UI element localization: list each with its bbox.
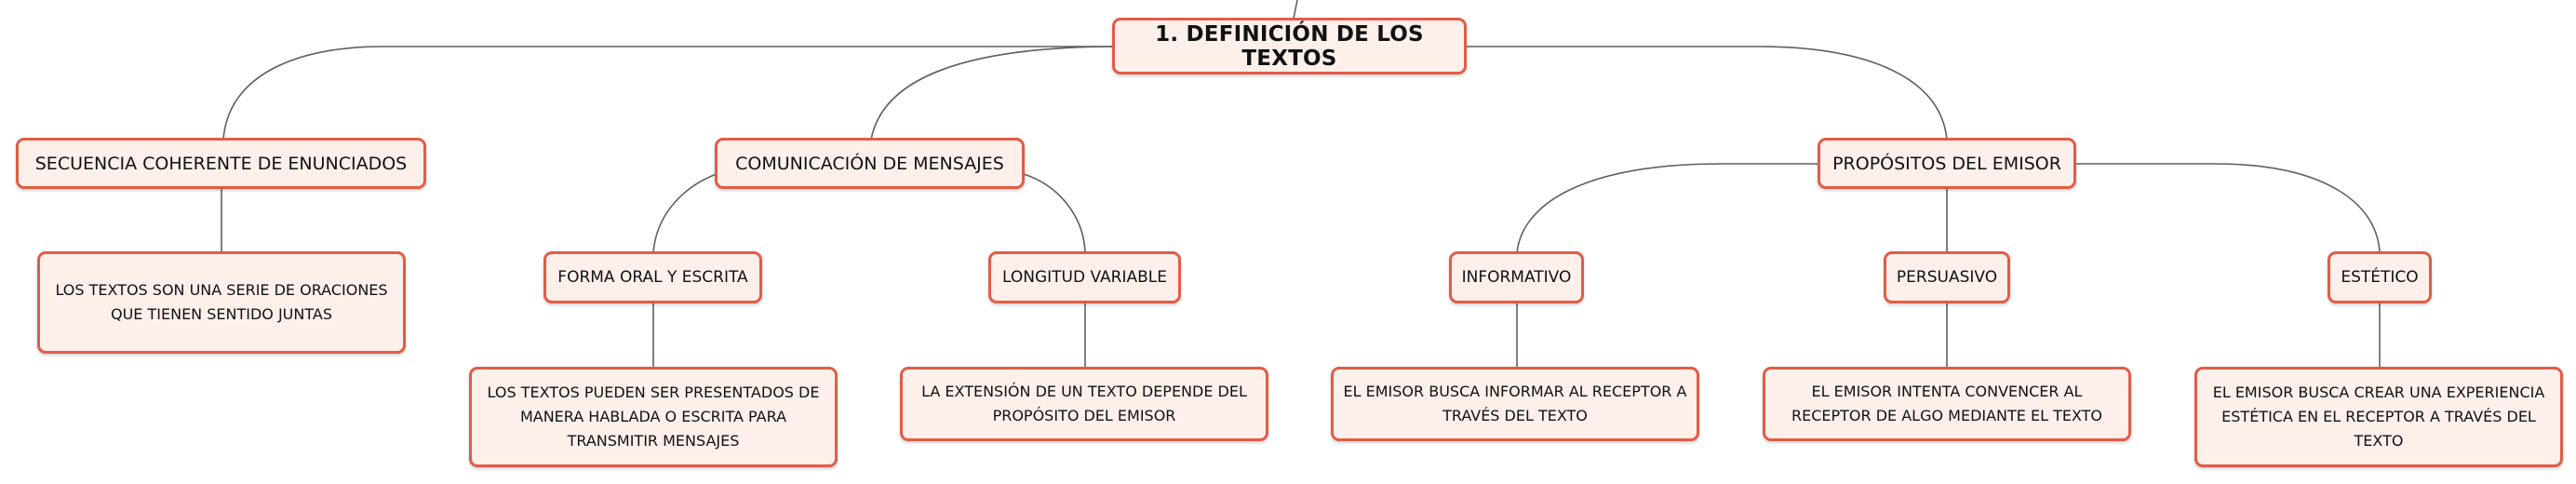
- connector-propositos-estetico: [2075, 163, 2381, 254]
- connector-comunicacion-forma: [652, 173, 718, 254]
- connector-comunicacion-longitud: [1023, 173, 1086, 254]
- topic-estetico[interactable]: ESTÉTICO: [2328, 251, 2432, 303]
- topic-informativo[interactable]: INFORMATIVO: [1449, 251, 1584, 303]
- detail-longitud-variable[interactable]: LA EXTENSIÓN DE UN TEXTO DEPENDE DEL PRO…: [900, 367, 1268, 441]
- root-topic[interactable]: 1. DEFINICIÓN DE LOS TEXTOS: [1112, 18, 1467, 74]
- connector-root-comunicacion: [870, 46, 1120, 141]
- connector-top-to-root: [1293, 0, 1298, 20]
- topic-forma-oral-escrita[interactable]: FORMA ORAL Y ESCRITA: [543, 251, 762, 303]
- topic-persuasivo[interactable]: PERSUASIVO: [1884, 251, 2010, 303]
- topic-secuencia-coherente[interactable]: SECUENCIA COHERENTE DE ENUNCIADOS: [16, 138, 426, 189]
- topic-longitud-variable[interactable]: LONGITUD VARIABLE: [988, 251, 1181, 303]
- detail-informativo[interactable]: EL EMISOR BUSCA INFORMAR AL RECEPTOR A T…: [1331, 367, 1699, 441]
- detail-secuencia[interactable]: LOS TEXTOS SON UNA SERIE DE ORACIONES QU…: [37, 251, 406, 354]
- connector-root-propositos: [1467, 46, 1948, 141]
- connector-propositos-informativo: [1516, 163, 1819, 254]
- connector-root-secuencia: [222, 46, 1119, 141]
- topic-propositos-emisor[interactable]: PROPÓSITOS DEL EMISOR: [1818, 138, 2076, 189]
- topic-comunicacion-mensajes[interactable]: COMUNICACIÓN DE MENSAJES: [715, 138, 1025, 189]
- detail-persuasivo[interactable]: EL EMISOR INTENTA CONVENCER AL RECEPTOR …: [1763, 367, 2131, 441]
- detail-forma-oral-escrita[interactable]: LOS TEXTOS PUEDEN SER PRESENTADOS DE MAN…: [469, 367, 838, 467]
- detail-estetico[interactable]: EL EMISOR BUSCA CREAR UNA EXPERIENCIA ES…: [2194, 367, 2563, 467]
